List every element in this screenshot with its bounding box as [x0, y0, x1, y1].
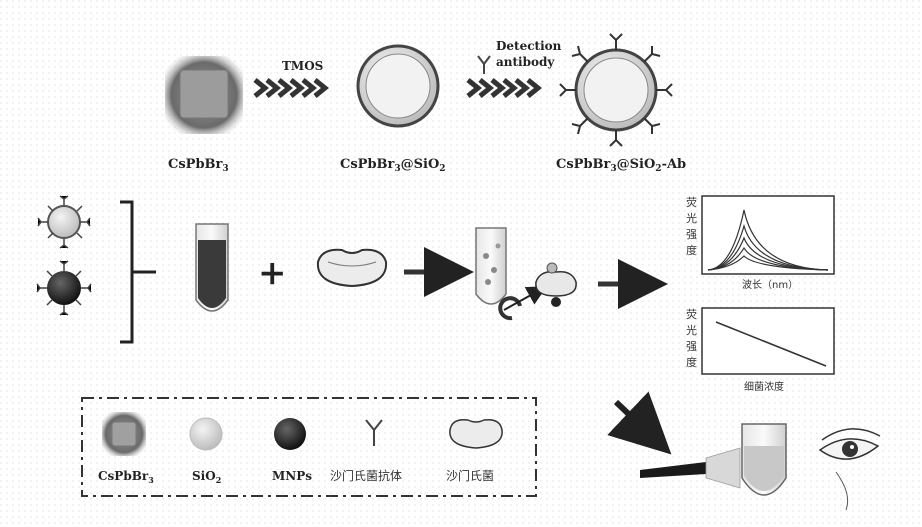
spectrum-ylabel-1: 荧	[686, 195, 697, 209]
label-cspbbr3: CsPbBr3	[168, 157, 229, 174]
calibration-ylabel-1: 荧	[686, 307, 697, 321]
calibration-ylabel-4: 度	[686, 355, 697, 369]
spectrum-xlabel: 波长（nm）	[742, 278, 798, 291]
probe-tube	[196, 224, 228, 311]
svg-text:沙门氏菌抗体: 沙门氏菌抗体	[330, 468, 402, 483]
label-cspbbr3-sio2: CsPbBr3@SiO2	[340, 157, 446, 174]
glowing-tube	[742, 424, 786, 495]
detection-label: Detection	[496, 39, 562, 53]
svg-text:CsPbBr3: CsPbBr3	[98, 469, 154, 485]
antibody-label: antibody	[496, 55, 555, 69]
mixture-tube	[476, 228, 506, 304]
calibration-xlabel: 细菌浓度	[744, 380, 784, 393]
cspbbr3-particle	[165, 56, 243, 134]
legend-item-cspbbr3: CsPbBr3	[98, 412, 154, 485]
cspbbr3-sio2-particle	[358, 46, 438, 126]
spectrum-ylabel-2: 光	[686, 211, 697, 225]
salmonella-bacterium	[318, 250, 386, 286]
calibration-ylabel-2: 光	[686, 323, 697, 337]
calibration-ylabel-3: 强	[686, 340, 697, 353]
plus-sign: +	[258, 253, 287, 293]
label-cspbbr3-sio2-ab: CsPbBr3@SiO2-Ab	[556, 157, 686, 174]
tmos-label: TMOS	[282, 59, 323, 73]
svg-text:沙门氏菌: 沙门氏菌	[446, 468, 494, 483]
svg-text:MNPs: MNPs	[272, 469, 312, 483]
spectrum-ylabel-4: 度	[686, 243, 697, 257]
spectrum-ylabel-3: 强	[686, 228, 697, 241]
